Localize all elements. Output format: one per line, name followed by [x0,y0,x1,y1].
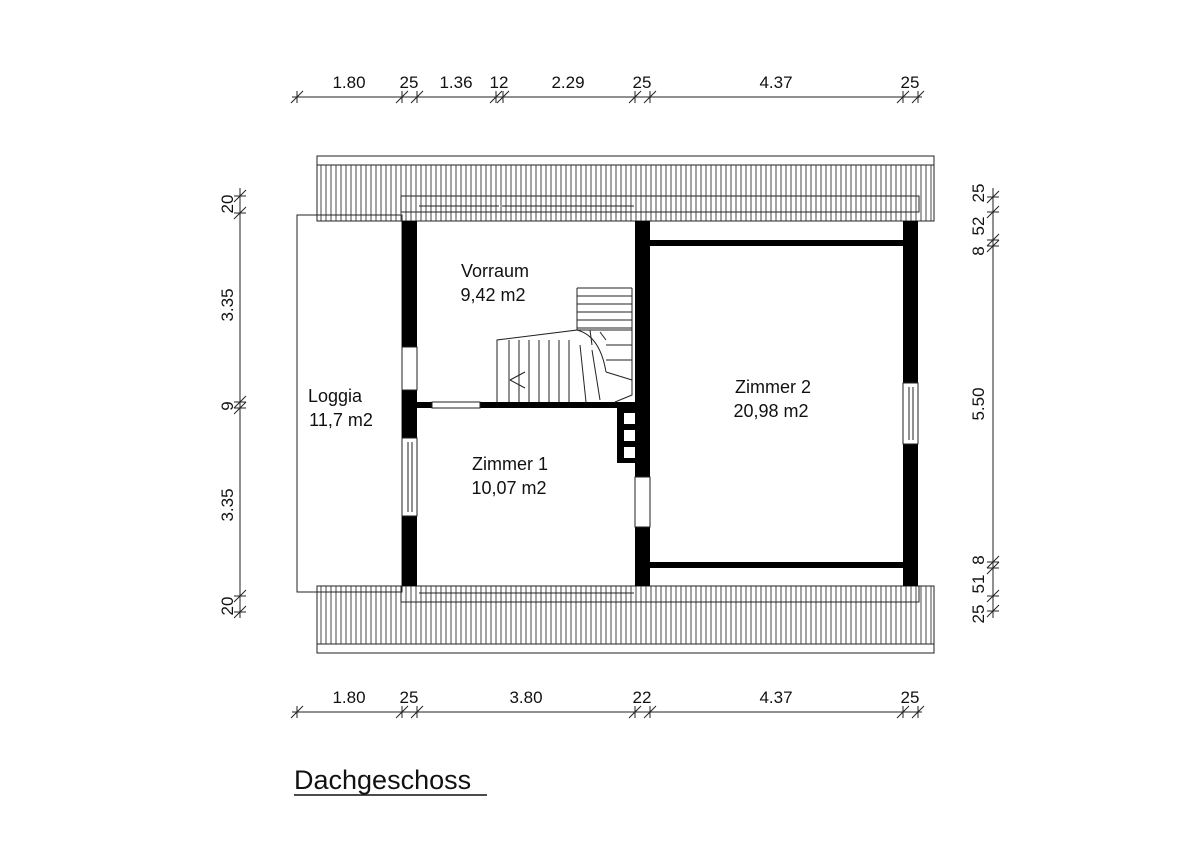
dimension-tick [233,395,247,409]
dimension-tick [911,90,925,104]
dimension-chain-right: 25 52 8 5.50 8 51 25 [969,184,1000,624]
dimension-tick [986,233,1000,247]
room-name: Zimmer 1 [472,454,548,474]
staircase [496,287,633,403]
dimension-tick [911,705,925,719]
dimension-tick [233,605,247,619]
dimension-tick [290,705,304,719]
stair-tread [605,371,633,381]
dimension-tick [643,705,657,719]
roof-bottom [316,585,935,654]
dimension-tick [496,90,510,104]
dimension-label: 3.35 [218,288,237,321]
dimension-chain-bottom: 1.80 25 3.80 22 4.37 25 [290,688,925,719]
dimension-label: 9 [218,401,237,410]
dimension-tick [986,190,1000,204]
dimension-label: 8 [969,246,988,255]
plan-title-text: Dachgeschoss [294,765,471,795]
dimension-tick [395,705,409,719]
dimension-label: 4.37 [759,73,792,92]
dimension-label: 25 [901,73,920,92]
room-zimmer-1: Zimmer 1 10,07 m2 [471,454,548,498]
dimension-label: 25 [901,688,920,707]
dimension-tick [233,189,247,203]
dimension-tick [410,90,424,104]
stair-tread [591,349,601,401]
room-area: 9,42 m2 [460,285,525,305]
roof-top [316,155,935,222]
dimension-tick [395,90,409,104]
dimension-chain-top: 1.80 25 1.36 12 2.29 25 4.37 25 [290,73,925,104]
plan-title: Dachgeschoss [294,765,487,796]
dimension-tick [489,90,503,104]
dimension-label: 25 [400,73,419,92]
dimension-label: 52 [969,217,988,236]
dimension-label: 8 [969,555,988,564]
dimension-tick [986,555,1000,569]
stair-tread [579,344,587,403]
room-name: Vorraum [461,261,529,281]
room-area: 10,07 m2 [471,478,546,498]
dimension-label: 12 [490,73,509,92]
dimension-tick [896,90,910,104]
dimension-chain-left: 20 3.35 9 3.35 20 [218,188,247,619]
dimension-tick [986,205,1000,219]
dimension-tick [290,90,304,104]
dimension-label: 2.29 [551,73,584,92]
room-vorraum: Vorraum 9,42 m2 [460,261,529,305]
dimension-tick [986,604,1000,618]
dimension-tick [628,90,642,104]
dimension-label: 25 [969,605,988,624]
dimension-tick [896,705,910,719]
windows [401,346,919,528]
dimension-tick [643,90,657,104]
dimension-label: 1.36 [439,73,472,92]
dimension-label: 25 [633,73,652,92]
dimension-label: 3.35 [218,488,237,521]
dimension-tick [233,206,247,220]
room-zimmer-2: Zimmer 2 20,98 m2 [733,377,811,421]
dimension-label: 25 [969,184,988,203]
room-loggia: Loggia 11,7 m2 [308,386,373,430]
dimension-label: 51 [969,575,988,594]
dimension-label: 3.80 [509,688,542,707]
dimension-label: 1.80 [332,688,365,707]
dimension-tick [410,705,424,719]
dimension-tick [233,401,247,415]
dimension-label: 4.37 [759,688,792,707]
dimension-tick [986,239,1000,253]
dimension-label: 22 [633,688,652,707]
room-name: Loggia [308,386,363,406]
dimension-tick [986,589,1000,603]
dimension-label: 1.80 [332,73,365,92]
dimension-tick [986,561,1000,575]
stair-tread [589,329,593,346]
room-area: 11,7 m2 [309,410,373,430]
room-name: Zimmer 2 [735,377,811,397]
stair-tread [599,331,607,341]
dimension-label: 20 [218,597,237,616]
dimension-label: 5.50 [969,387,988,420]
dimension-tick [628,705,642,719]
dimension-label: 25 [400,688,419,707]
room-area: 20,98 m2 [733,401,808,421]
dimension-label: 20 [218,195,237,214]
dimension-tick [233,589,247,603]
walls [402,221,918,586]
